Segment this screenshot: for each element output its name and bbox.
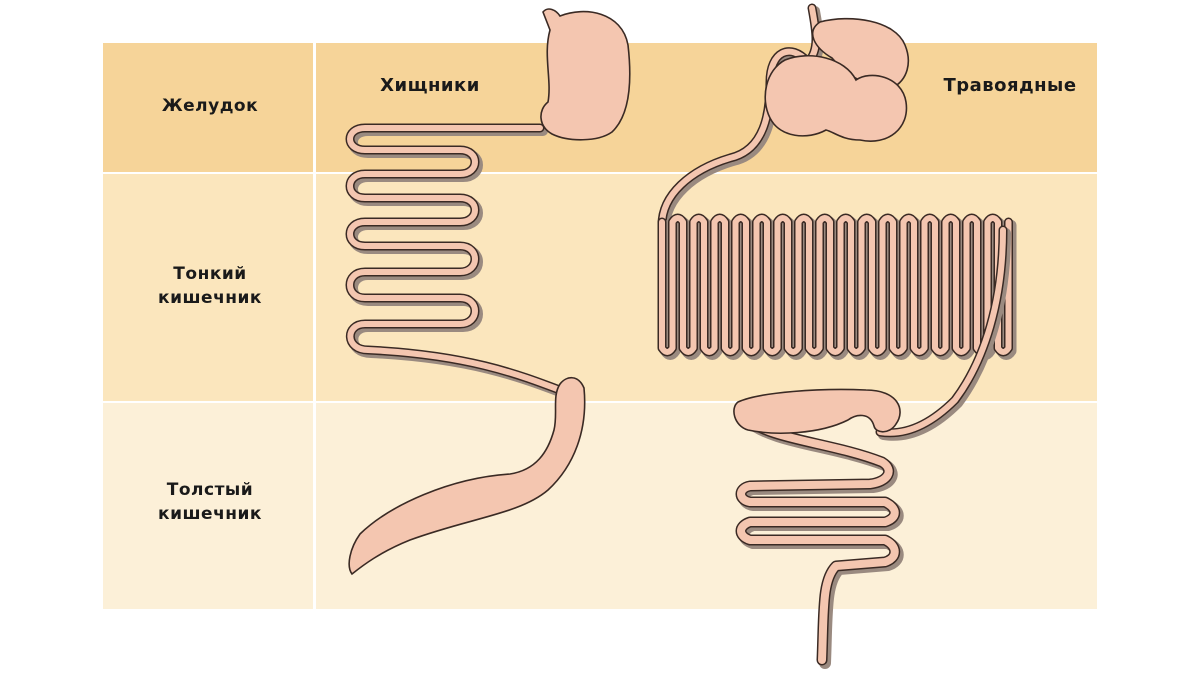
row-divider bbox=[103, 172, 1097, 174]
column-header-herbivores: Травоядные bbox=[943, 75, 1077, 96]
column-divider bbox=[313, 43, 316, 609]
column-header-carnivores: Хищники bbox=[380, 75, 480, 96]
row-band-large-intestine bbox=[103, 402, 1097, 609]
carnivore-tract bbox=[345, 8, 631, 576]
carnivore-large-intestine bbox=[348, 376, 586, 576]
herbivore-stomach-chambers bbox=[764, 54, 908, 142]
row-label-small-intestine: Тонкий кишечник bbox=[158, 264, 262, 308]
herbivore-small-intestine bbox=[659, 215, 1012, 355]
carnivore-small-intestine bbox=[347, 125, 568, 395]
row-divider bbox=[103, 401, 1097, 403]
herbivore-large-intestine bbox=[737, 414, 899, 664]
herbivore-connector bbox=[877, 227, 1006, 436]
herbivore-cecum bbox=[733, 388, 901, 434]
carnivore-stomach bbox=[540, 8, 631, 141]
row-label-large-intestine: Толстый кишечник bbox=[158, 480, 262, 524]
herbivore-tract bbox=[657, 3, 1017, 669]
row-label-stomach: Желудок bbox=[161, 96, 259, 116]
